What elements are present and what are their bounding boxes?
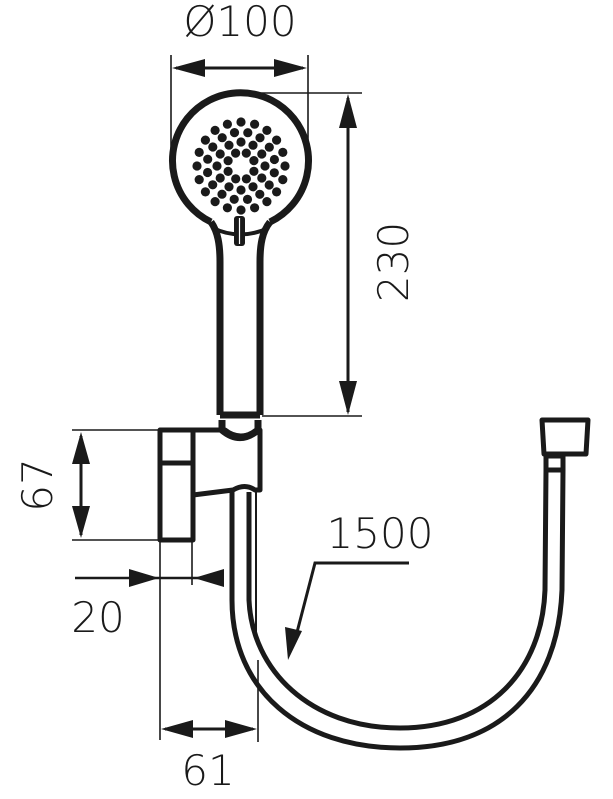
- shower-length-label: 230: [369, 222, 418, 302]
- dimension-holder-depth: 20: [71, 569, 224, 642]
- dimension-hose-length: 1500: [285, 509, 433, 660]
- dimension-head-diameter: Ø100: [170, 0, 309, 150]
- shower-nozzles: [192, 117, 290, 215]
- dimension-holder-projection: 61: [161, 660, 259, 795]
- shower-hose: [229, 417, 591, 751]
- holder-height-label: 67: [13, 458, 62, 511]
- dimension-shower-length: 230: [240, 92, 418, 417]
- head-diameter-label: Ø100: [183, 0, 296, 46]
- hose-length-label: 1500: [327, 509, 434, 558]
- dimension-holder-height: 67: [13, 432, 90, 538]
- holder-projection-label: 61: [181, 746, 234, 795]
- holder-depth-label: 20: [71, 593, 124, 642]
